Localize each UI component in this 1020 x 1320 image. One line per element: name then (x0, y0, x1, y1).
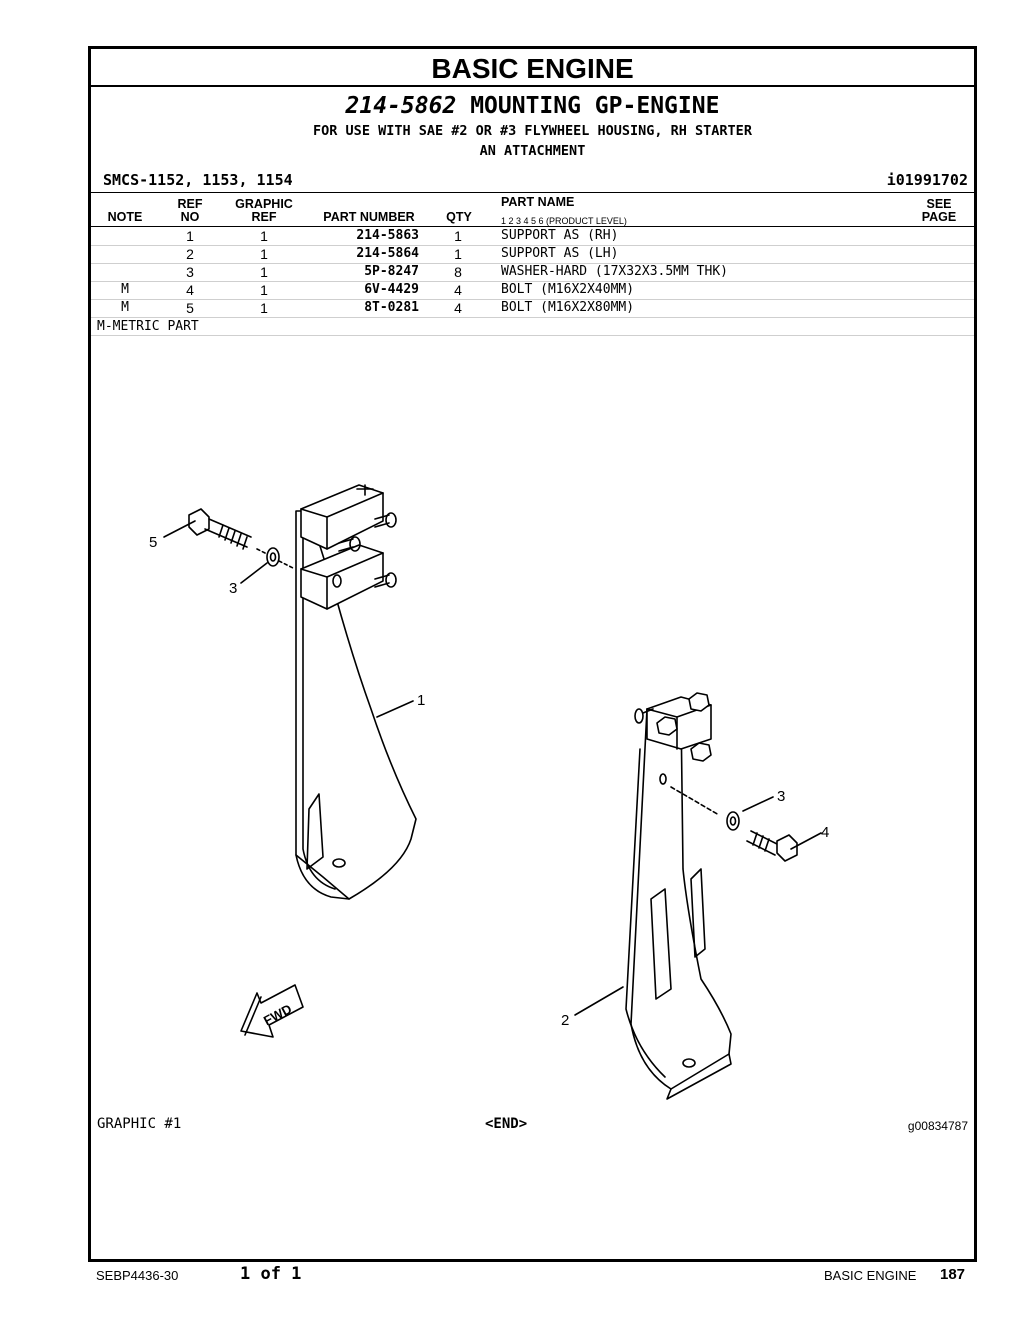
row-part-number: 8T-0281 (364, 300, 419, 315)
row-ref: 1 (186, 228, 194, 244)
row-qty: 4 (454, 300, 462, 316)
header-part-number: PART NUMBER (323, 210, 415, 224)
row-qty: 1 (454, 246, 462, 262)
graphic-label: GRAPHIC #1 (97, 1116, 182, 1132)
row-ref: 2 (186, 246, 194, 262)
row-note: M (121, 282, 129, 297)
group-subtitle-2: AN ATTACHMENT (479, 143, 586, 159)
row-qty: 8 (454, 264, 462, 280)
row-part-number: 6V-4429 (364, 282, 419, 297)
header-bottom-rule (91, 226, 974, 227)
row-part-number: 214-5864 (356, 246, 419, 261)
row-part-number: 214-5863 (356, 228, 419, 243)
row-graphic-ref: 1 (260, 282, 268, 298)
table-row: 2 1 214-5864 1 SUPPORT AS (LH) (91, 245, 974, 264)
row-graphic-ref: 1 (260, 300, 268, 316)
row-part-name: WASHER-HARD (17X32X3.5MM THK) (501, 264, 728, 279)
header-graphic-1: GRAPHIC (235, 197, 293, 211)
row-graphic-ref: 1 (260, 246, 268, 262)
end-marker: <END> (485, 1116, 528, 1132)
row-ref: 3 (186, 264, 194, 280)
table-row: 3 1 5P-8247 8 WASHER-HARD (17X32X3.5MM T… (91, 263, 974, 282)
row-part-number: 5P-8247 (364, 264, 419, 279)
row-graphic-ref: 1 (260, 228, 268, 244)
row-graphic-ref: 1 (260, 264, 268, 280)
row-ref: 4 (186, 282, 194, 298)
row-qty: 4 (454, 282, 462, 298)
row-qty: 1 (454, 228, 462, 244)
header-ref-1: REF (177, 197, 203, 211)
group-title: 214-5862 MOUNTING GP-ENGINE (91, 93, 974, 119)
section-title: BASIC ENGINE (91, 49, 974, 87)
callout-labels: 5 3 1 3 4 2 (149, 534, 829, 1029)
table-row: 1 1 214-5863 1 SUPPORT AS (RH) (91, 227, 974, 246)
footer-page-number: 187 (940, 1266, 966, 1283)
callout-4: 4 (821, 824, 829, 841)
header-ref-2: NO (180, 210, 200, 224)
smcs-codes: SMCS-1152, 1153, 1154 (103, 171, 293, 189)
group-part-number: 214-5862 (345, 93, 457, 119)
group-subtitle-1: FOR USE WITH SAE #2 OR #3 FLYWHEEL HOUSI… (313, 123, 752, 139)
footer-page-count: 1 of 1 (240, 1264, 302, 1284)
row-part-name: SUPPORT AS (LH) (501, 246, 619, 261)
row-ref: 5 (186, 300, 194, 316)
document-ident: i01991702 (886, 171, 968, 189)
row-note: M (121, 300, 129, 315)
footer-doc-number: SEBP4436-30 (96, 1268, 179, 1283)
callout-1: 1 (417, 692, 425, 709)
row-part-name: SUPPORT AS (RH) (501, 228, 619, 243)
row-part-name: BOLT (M16X2X80MM) (501, 300, 635, 315)
support-rh-illustration (188, 484, 417, 900)
header-product-level: 1 2 3 4 5 6 (PRODUCT LEVEL) (501, 216, 627, 226)
support-lh-illustration (625, 692, 798, 1100)
page-frame: BASIC ENGINE 214-5862 MOUNTING GP-ENGINE… (88, 46, 977, 1262)
metric-note: M-METRIC PART (97, 319, 199, 334)
header-note: NOTE (107, 210, 143, 224)
exploded-parts-drawing: FWD 5 3 1 3 4 2 (149, 484, 829, 1100)
row-part-name: BOLT (M16X2X40MM) (501, 282, 635, 297)
callout-leaders (163, 520, 822, 1016)
callout-2: 2 (561, 1012, 569, 1029)
table-row: M 5 1 8T-0281 4 BOLT (M16X2X80MM) (91, 299, 974, 318)
callout-3a: 3 (229, 580, 237, 597)
group-name: MOUNTING GP-ENGINE (470, 93, 720, 119)
callout-3b: 3 (777, 788, 785, 805)
header-graphic-2: REF (251, 210, 277, 224)
header-top-rule (91, 192, 974, 193)
header-qty: QTY (446, 210, 472, 224)
note-rule (91, 335, 974, 336)
header-see-1: SEE (926, 197, 952, 211)
header-part-name: PART NAME (501, 195, 575, 209)
forward-arrow-icon: FWD (240, 984, 304, 1038)
graphic-id: g00834787 (907, 1119, 968, 1133)
callout-5: 5 (149, 534, 157, 551)
footer-section: BASIC ENGINE (824, 1268, 917, 1283)
header-see-2: PAGE (921, 210, 957, 224)
table-row: M 4 1 6V-4429 4 BOLT (M16X2X40MM) (91, 281, 974, 300)
